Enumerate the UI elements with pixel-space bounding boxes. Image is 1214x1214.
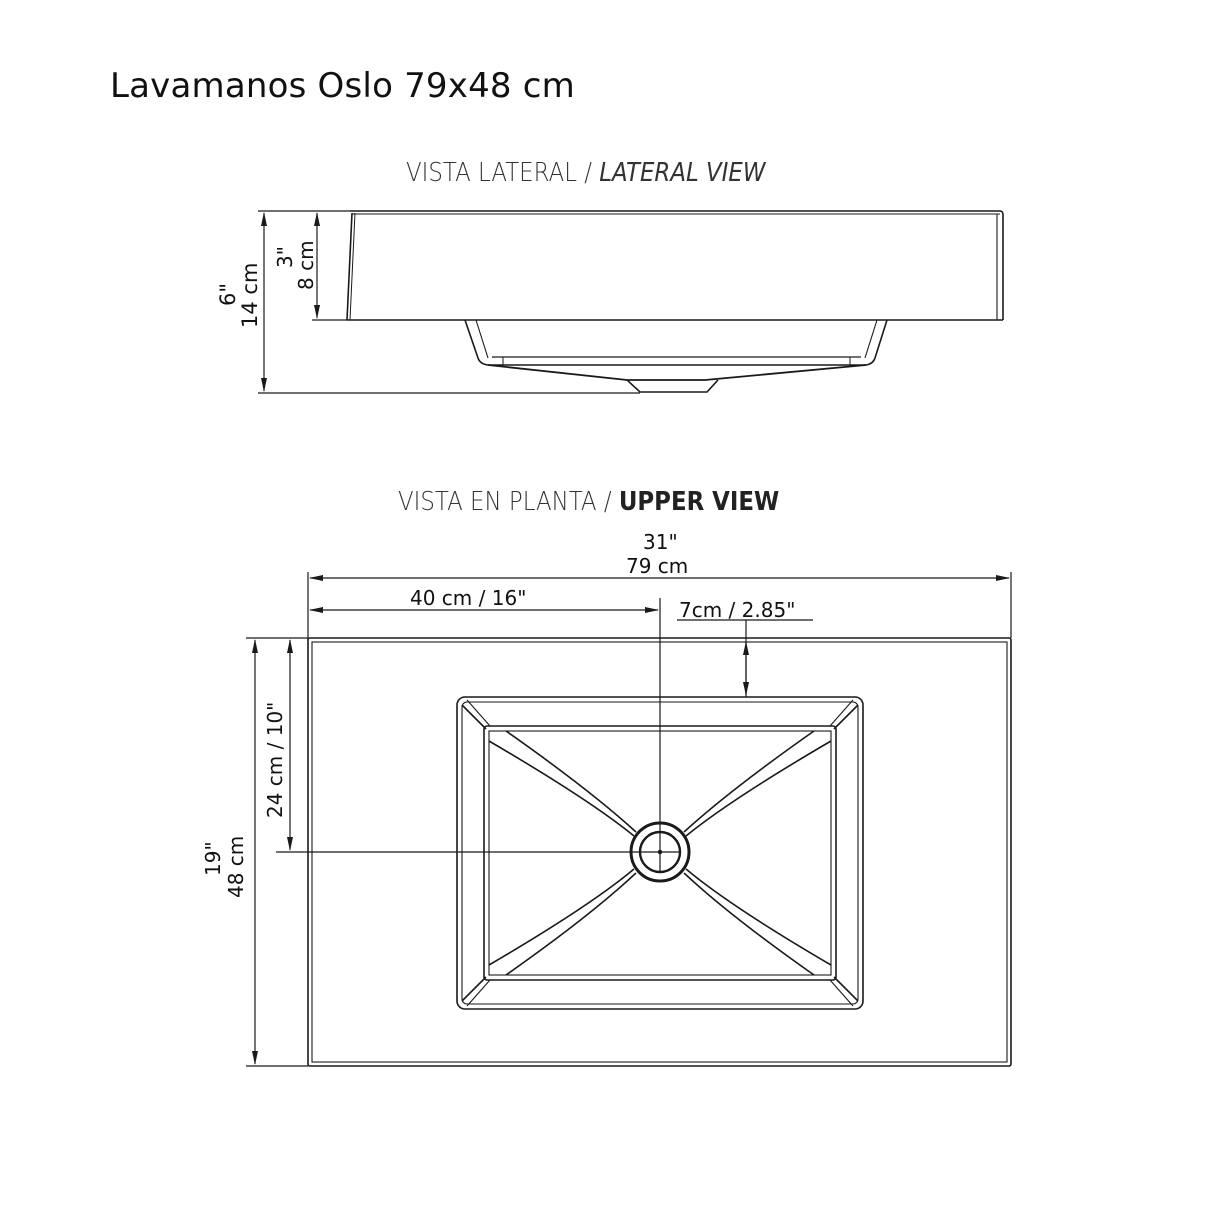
width-in-label: 31" xyxy=(643,530,678,554)
basin-offset-top-label: 7cm / 2.85" xyxy=(679,598,796,622)
rim-height-in-label: 3" xyxy=(273,246,297,268)
depth-in-label: 19" xyxy=(201,841,225,876)
lateral-title-es: VISTA LATERAL / xyxy=(406,158,600,188)
rim-height-cm-label: 8 cm xyxy=(294,240,318,290)
lateral-title-en: LATERAL VIEW xyxy=(599,158,766,188)
drain-offset-x-label: 40 cm / 16" xyxy=(410,586,527,610)
width-cm-label: 79 cm xyxy=(626,554,689,578)
depth-cm-label: 48 cm xyxy=(224,835,248,898)
total-height-cm-label: 14 cm xyxy=(238,262,262,328)
upper-title-en: UPPER VIEW xyxy=(618,487,780,517)
lateral-view-title: VISTA LATERAL / LATERAL VIEW xyxy=(406,158,765,188)
drain-offset-y-label: 24 cm / 10" xyxy=(263,701,287,818)
upper-view-drawing xyxy=(246,572,1012,1067)
upper-title-es: VISTA EN PLANTA / xyxy=(398,487,619,517)
lateral-view-drawing xyxy=(258,210,1004,394)
upper-view-title: VISTA EN PLANTA / UPPER VIEW xyxy=(398,487,779,517)
total-height-in-label: 6" xyxy=(216,282,240,306)
page-title: Lavamanos Oslo 79x48 cm xyxy=(110,66,575,106)
